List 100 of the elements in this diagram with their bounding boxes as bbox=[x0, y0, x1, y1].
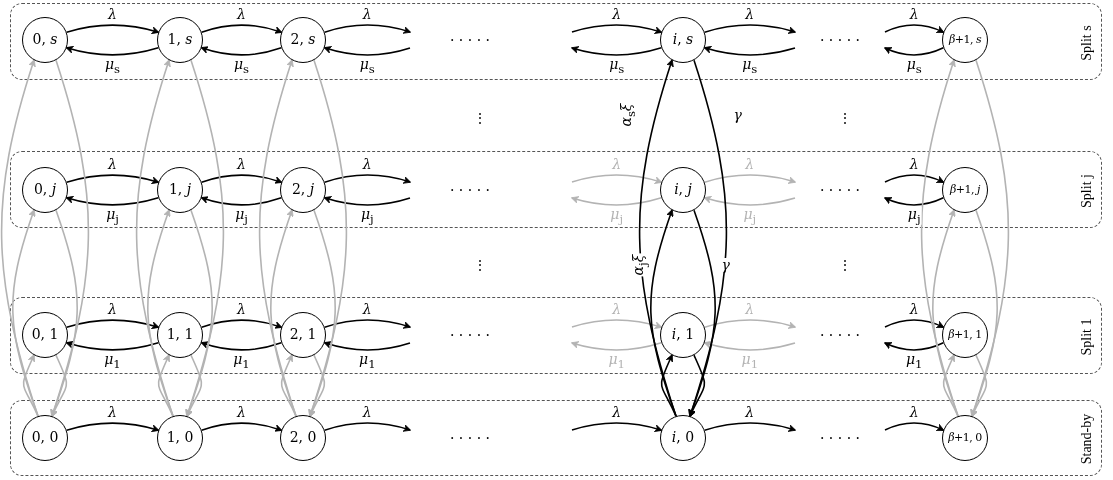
arrow bbox=[51, 354, 68, 418]
state-circle: 1, s bbox=[157, 17, 203, 63]
edge-label: λ bbox=[908, 157, 920, 171]
edge-label: λ bbox=[611, 7, 623, 21]
arrow bbox=[703, 24, 796, 34]
state-circle: i, 0 bbox=[660, 415, 706, 461]
ellipsis-dots: · · · · · bbox=[819, 33, 861, 47]
edge-label: μ$_{j}$ bbox=[906, 206, 922, 226]
arrow bbox=[323, 45, 411, 56]
arrow bbox=[703, 174, 796, 184]
arrow bbox=[884, 342, 945, 351]
arrow bbox=[200, 319, 283, 329]
arrow bbox=[703, 422, 796, 432]
arrow bbox=[571, 174, 663, 185]
arrow bbox=[200, 24, 283, 34]
arrow bbox=[660, 354, 677, 417]
arrow bbox=[200, 46, 283, 56]
edge-label: λ bbox=[236, 302, 247, 316]
arrow bbox=[22, 354, 39, 417]
arrow bbox=[157, 354, 174, 417]
edge-label: λ bbox=[908, 7, 920, 21]
ellipsis-dots: ⋮ bbox=[473, 258, 487, 272]
edge-label: λ bbox=[744, 302, 756, 316]
state-circle: 1, 0 bbox=[157, 415, 203, 461]
arrow bbox=[971, 354, 988, 418]
band-label: Stand-by bbox=[1079, 413, 1095, 465]
arrow bbox=[65, 24, 160, 35]
arrow bbox=[65, 422, 160, 433]
ellipsis-dots: ⋮ bbox=[838, 258, 852, 272]
edge-label: γ bbox=[720, 258, 731, 272]
arrow bbox=[703, 340, 796, 351]
arrow bbox=[186, 354, 203, 418]
ellipsis-dots: · · · · · bbox=[449, 183, 491, 197]
edge-label: λ bbox=[361, 405, 373, 419]
arrow bbox=[703, 319, 796, 329]
arrow bbox=[65, 195, 160, 206]
arrow bbox=[65, 45, 160, 56]
arrow bbox=[571, 24, 663, 35]
edge-label: λ bbox=[611, 302, 623, 316]
arrow bbox=[689, 354, 706, 418]
edge-label: λ bbox=[611, 157, 623, 171]
edge-label: λ bbox=[908, 405, 920, 419]
state-circle: i, j bbox=[660, 167, 706, 213]
edge-label: λ bbox=[361, 157, 373, 171]
edge-label: λ bbox=[107, 405, 118, 419]
arrow bbox=[200, 196, 283, 206]
edge-label: λ bbox=[236, 405, 247, 419]
state-circle: i, s bbox=[660, 17, 706, 63]
arrow bbox=[65, 319, 160, 330]
state-circle: β+1, 0 bbox=[942, 415, 988, 461]
arrow bbox=[884, 24, 945, 34]
arrow bbox=[571, 319, 663, 330]
arrow bbox=[884, 174, 945, 184]
band-label: Split 1 bbox=[1079, 318, 1095, 355]
edge-label: λ bbox=[361, 7, 373, 21]
state-circle: 2, 1 bbox=[280, 312, 326, 358]
ellipsis-dots: ⋮ bbox=[473, 111, 487, 125]
edge-label: λ bbox=[361, 302, 373, 316]
ellipsis-dots: ⋮ bbox=[838, 111, 852, 125]
arrow bbox=[323, 195, 411, 206]
ellipsis-dots: · · · · · bbox=[449, 328, 491, 342]
edge-label: λ bbox=[744, 405, 756, 419]
edge-label: λ bbox=[107, 302, 118, 316]
state-circle: β+1, s bbox=[942, 17, 988, 63]
state-circle: 0, j bbox=[22, 167, 68, 213]
arrow bbox=[884, 47, 945, 56]
ellipsis-dots: · · · · · bbox=[819, 431, 861, 445]
ellipsis-dots: · · · · · bbox=[449, 33, 491, 47]
ellipsis-dots: · · · · · bbox=[819, 183, 861, 197]
arrow bbox=[323, 319, 411, 329]
edge-label: λ bbox=[107, 157, 118, 171]
arrow bbox=[571, 196, 663, 206]
edge-label: λ bbox=[744, 157, 756, 171]
state-circle: 1, 1 bbox=[157, 312, 203, 358]
state-circle: 0, s bbox=[22, 17, 68, 63]
arrow bbox=[280, 354, 297, 417]
arrow bbox=[884, 197, 945, 206]
state-circle: 2, j bbox=[280, 167, 326, 213]
state-circle: 2, s bbox=[280, 17, 326, 63]
edge-label: λ bbox=[236, 7, 247, 21]
edge-label: λ bbox=[744, 7, 756, 21]
arrow bbox=[884, 319, 945, 329]
arrow bbox=[884, 422, 945, 432]
state-circle: 0, 1 bbox=[22, 312, 68, 358]
arrow bbox=[65, 340, 160, 351]
arrow bbox=[309, 354, 326, 418]
edge-label: λ bbox=[611, 405, 623, 419]
group-band bbox=[10, 400, 1102, 476]
arrow bbox=[323, 24, 411, 34]
arrow bbox=[571, 46, 663, 56]
arrow bbox=[703, 45, 796, 56]
arrow bbox=[323, 174, 411, 184]
state-circle: β+1, j bbox=[942, 167, 988, 213]
arrow bbox=[571, 422, 663, 433]
arrow bbox=[200, 341, 283, 351]
state-circle: 0, 0 bbox=[22, 415, 68, 461]
arrow bbox=[323, 340, 411, 351]
state-circle: β+1, 1 bbox=[942, 312, 988, 358]
arrow bbox=[703, 195, 796, 206]
edge-label: λ bbox=[908, 302, 920, 316]
